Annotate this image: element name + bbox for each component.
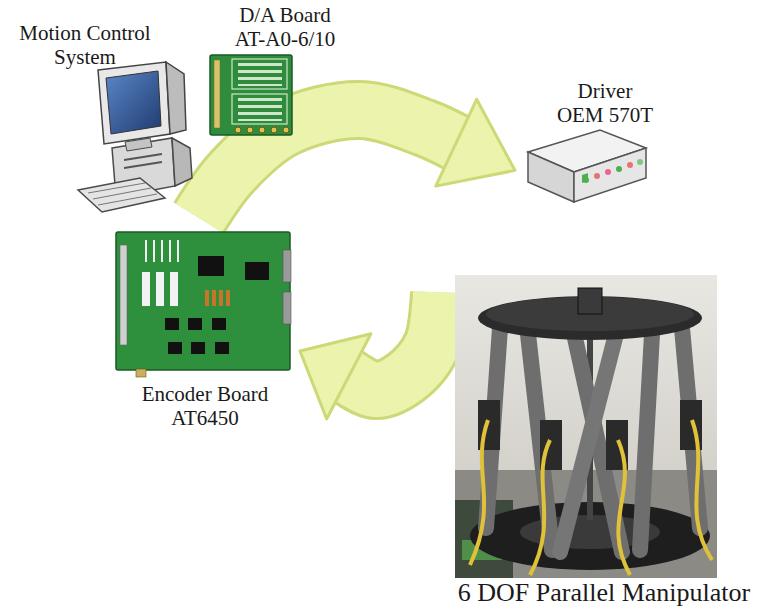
manipulator-photo-part (578, 288, 602, 314)
computer-icon-part (124, 154, 162, 160)
encoder-board-icon-part (226, 290, 230, 306)
encoder-board-icon-part (283, 250, 291, 282)
da-board-icon-part (238, 84, 282, 86)
computer-icon-part (98, 62, 170, 144)
component-node: Motion Control System (5, 18, 205, 218)
component-label: Driver OEM 570T (554, 80, 656, 127)
da-board-icon-part (247, 127, 253, 133)
component-label: D/A Board AT-A0-6/10 (222, 4, 348, 51)
computer-icon-part (93, 188, 151, 199)
encoder-board-icon-part (116, 232, 290, 370)
encoder-board-icon-part (169, 240, 171, 262)
driver-icon-part (574, 148, 646, 202)
manipulator-photo-part-part (618, 440, 630, 575)
driver-icon-part (627, 162, 633, 168)
da-board-icon-part (232, 59, 287, 89)
encoder-board-icon-part (205, 290, 209, 306)
encoder-board-icon-part (283, 292, 291, 324)
component-node: Driver OEM 570T (515, 78, 658, 210)
encoder-board-icon-part (161, 240, 163, 262)
da-board-icon-part (214, 60, 220, 128)
da-board-icon-part (283, 127, 289, 133)
encoder-board-icon-part (170, 272, 178, 306)
computer-icon-part (172, 138, 192, 186)
component-node: 6 DOF Parallel Manipulator (440, 272, 770, 610)
component-label: Encoder Board AT6450 (130, 383, 280, 430)
da-board-icon-part (238, 112, 282, 115)
encoder-board-icon-part (188, 318, 202, 330)
computer-icon-part (98, 194, 157, 205)
manipulator-photo-part-part (692, 420, 712, 560)
encoder-board-icon-part (136, 369, 146, 377)
encoder-board-icon-part (165, 318, 179, 330)
encoder-board-icon-part (191, 342, 205, 354)
da-board-icon-part (238, 98, 282, 101)
da-board-icon-part (238, 63, 282, 66)
manipulator-photo-part (470, 420, 712, 575)
da-board-icon-part (259, 127, 265, 133)
manipulator-photo-part (455, 275, 717, 578)
manipulator-photo (455, 275, 717, 578)
component-label: 6 DOF Parallel Manipulator (440, 578, 768, 607)
driver-icon (528, 130, 646, 202)
computer-icon-part (124, 162, 162, 168)
encoder-board-icon-part (156, 272, 164, 306)
driver-icon-part (594, 173, 600, 179)
encoder-board-icon-part (168, 342, 182, 354)
encoder-board-icon-part (245, 262, 269, 280)
arrow-head (300, 334, 371, 419)
driver-icon-part (528, 152, 574, 202)
da-board-icon-part (232, 94, 287, 124)
encoder-board-icon-part (120, 245, 127, 345)
computer-icon (78, 62, 192, 212)
encoder-board-icon-part (153, 240, 155, 262)
computer-icon-part (166, 62, 186, 134)
da-board-icon (210, 55, 292, 135)
component-node: Encoder Board AT6450 (110, 225, 300, 435)
driver-icon-part (605, 169, 611, 175)
driver-icon-part (582, 173, 588, 183)
encoder-board-icon (116, 232, 291, 377)
encoder-board-icon-part (215, 342, 229, 354)
encoder-board-icon-part (219, 290, 223, 306)
component-node: D/A Board AT-A0-6/10 (205, 2, 365, 142)
encoder-board-icon-part (177, 240, 179, 262)
driver-icon-part (616, 166, 622, 172)
flow-arrow (300, 292, 440, 419)
encoder-board-icon-part (145, 240, 147, 262)
encoder-board-icon-part (212, 318, 226, 330)
driver-icon-part (637, 159, 643, 165)
encoder-board-icon-part (212, 290, 216, 306)
da-board-icon-part (238, 77, 282, 80)
da-board-icon-part (238, 119, 282, 121)
da-board-icon-part (271, 127, 277, 133)
da-board-icon-part (238, 105, 282, 108)
component-label: Motion Control System (10, 22, 160, 69)
manipulator-photo-part-part (530, 440, 550, 575)
encoder-board-icon-part (142, 272, 150, 306)
manipulator-photo-part-part (470, 420, 488, 565)
da-board-icon-part (235, 127, 241, 133)
driver-icon-part (583, 177, 589, 183)
manipulator-photo-part-part (640, 334, 652, 550)
encoder-board-icon-part (198, 256, 224, 276)
computer-icon-part (78, 178, 165, 212)
computer-icon-part (106, 71, 161, 134)
computer-icon-part (88, 183, 145, 193)
arrow-head (436, 99, 515, 186)
da-board-icon-part (238, 70, 282, 73)
da-board-icon-part (210, 55, 292, 135)
manipulator-photo-part (486, 328, 700, 552)
